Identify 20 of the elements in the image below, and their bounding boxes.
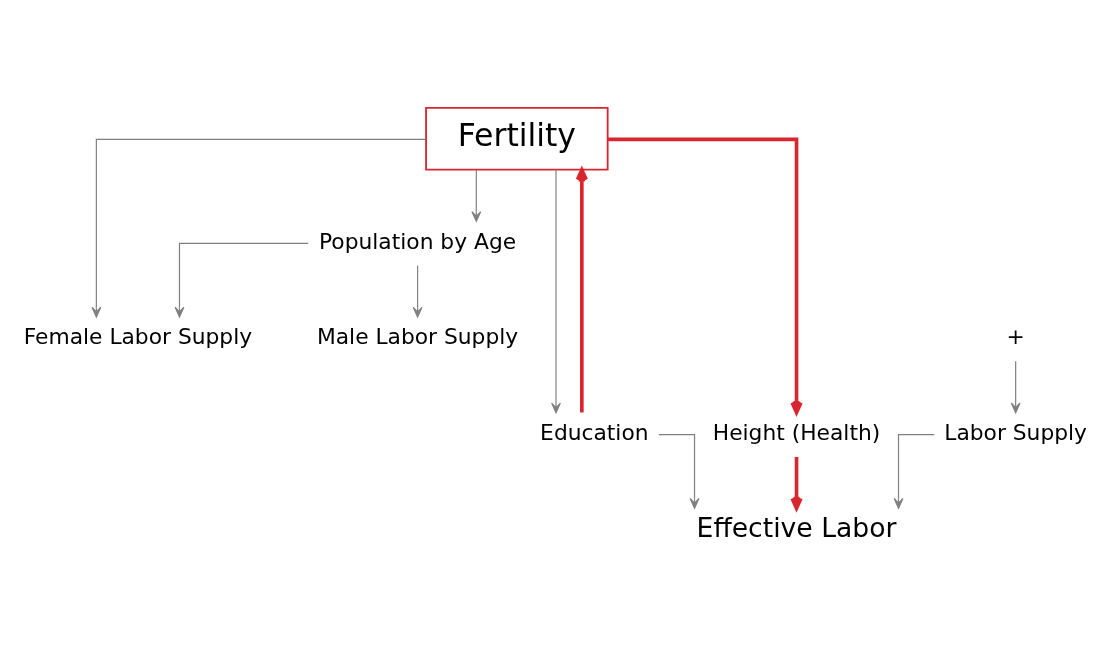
- node-text: Effective Labor: [696, 512, 897, 544]
- node-box: Fertility: [425, 106, 609, 171]
- arrow: [790, 456, 803, 511]
- node-text: Labor Supply: [944, 420, 1088, 446]
- arrow: [551, 169, 561, 414]
- arrow: [658, 434, 700, 509]
- node-text: Female Labor Supply: [23, 324, 253, 350]
- node-text: Male Labor Supply: [316, 324, 519, 350]
- node-text: Population by Age: [319, 228, 517, 254]
- arrow: [893, 434, 935, 509]
- arrow: [174, 242, 309, 318]
- arrow: [608, 137, 803, 415]
- arrow: [1010, 360, 1021, 414]
- arrow: [412, 265, 423, 318]
- node-text: +: [1006, 324, 1025, 350]
- node-text: Height (Health): [712, 420, 881, 446]
- arrow: [575, 168, 588, 413]
- arrow: [91, 138, 427, 318]
- arrow: [471, 169, 482, 222]
- node-text: Education: [540, 420, 649, 446]
